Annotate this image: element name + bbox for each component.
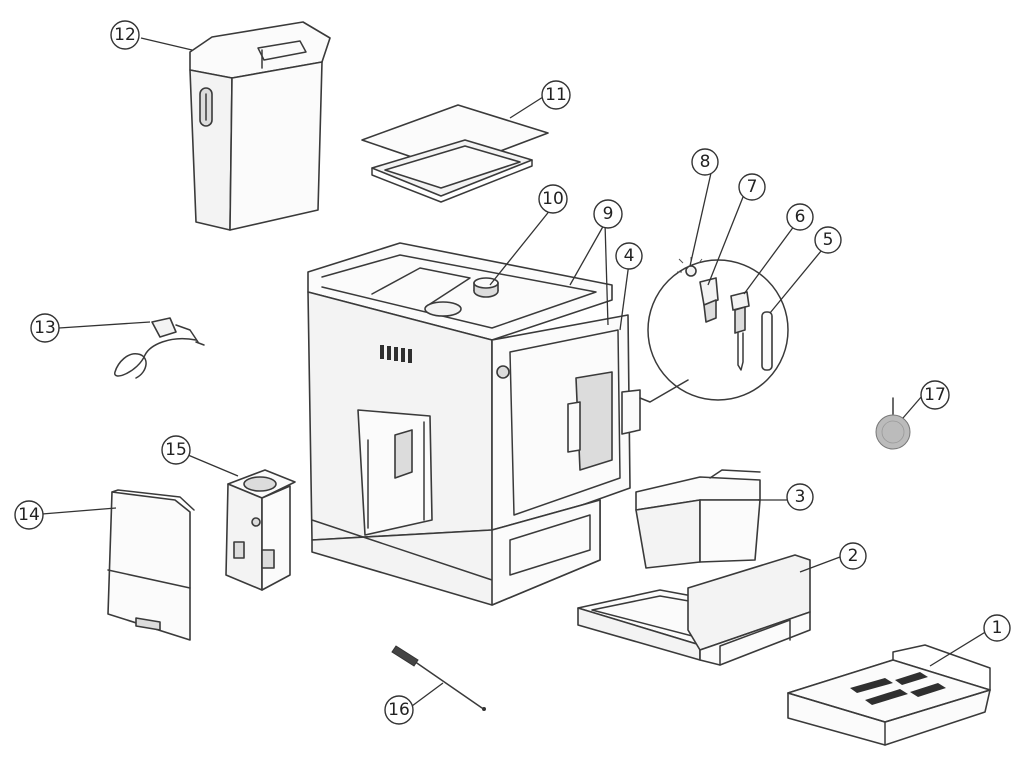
water-tank xyxy=(189,21,331,231)
brewing-unit xyxy=(225,469,296,591)
callout-label: 16 xyxy=(388,700,410,720)
callout-3: 3 xyxy=(786,483,814,511)
callout-13: 13 xyxy=(30,313,60,343)
detail-zoom xyxy=(639,257,789,403)
grounds-container xyxy=(635,469,761,569)
part-5-pin xyxy=(761,311,773,371)
callout-label: 14 xyxy=(18,505,40,525)
callout-16: 16 xyxy=(384,695,414,725)
callout-label: 7 xyxy=(747,177,758,197)
side-cover xyxy=(107,489,195,641)
callout-label: 11 xyxy=(545,85,567,105)
callout-9: 9 xyxy=(593,199,623,229)
callout-8: 8 xyxy=(691,148,719,176)
part-7-fitting xyxy=(699,277,719,323)
callout-5: 5 xyxy=(814,226,842,254)
callout-label: 6 xyxy=(795,207,806,227)
callout-label: 1 xyxy=(992,618,1003,638)
callout-label: 9 xyxy=(603,204,614,224)
callout-label: 5 xyxy=(823,230,834,250)
callout-2: 2 xyxy=(839,542,867,570)
callout-7: 7 xyxy=(738,173,766,201)
callout-11: 11 xyxy=(541,80,571,110)
top-lid xyxy=(361,104,549,203)
cleaning-brush xyxy=(391,645,486,711)
callout-label: 2 xyxy=(848,546,859,566)
power-cord xyxy=(114,317,205,379)
callout-12: 12 xyxy=(110,20,140,50)
callout-label: 10 xyxy=(542,189,564,209)
seal-disc xyxy=(875,397,911,450)
machine-body xyxy=(307,242,641,606)
part-6-screw xyxy=(730,291,750,371)
callout-label: 13 xyxy=(34,318,56,338)
leader-lines xyxy=(41,37,988,707)
callout-label: 3 xyxy=(795,487,806,507)
callout-label: 4 xyxy=(624,246,635,266)
callout-6: 6 xyxy=(786,203,814,231)
drip-tray xyxy=(577,554,811,666)
callout-4: 4 xyxy=(615,242,643,270)
callout-15: 15 xyxy=(161,435,191,465)
part-8-bulb xyxy=(677,257,703,277)
callout-label: 12 xyxy=(114,25,136,45)
callout-label: 8 xyxy=(700,152,711,172)
drip-tray-grill xyxy=(787,644,991,746)
callout-label: 15 xyxy=(165,440,187,460)
callout-label: 17 xyxy=(924,385,946,405)
callout-14: 14 xyxy=(14,500,44,530)
callout-10: 10 xyxy=(538,184,568,214)
callout-17: 17 xyxy=(920,380,950,410)
callout-1: 1 xyxy=(983,614,1011,642)
